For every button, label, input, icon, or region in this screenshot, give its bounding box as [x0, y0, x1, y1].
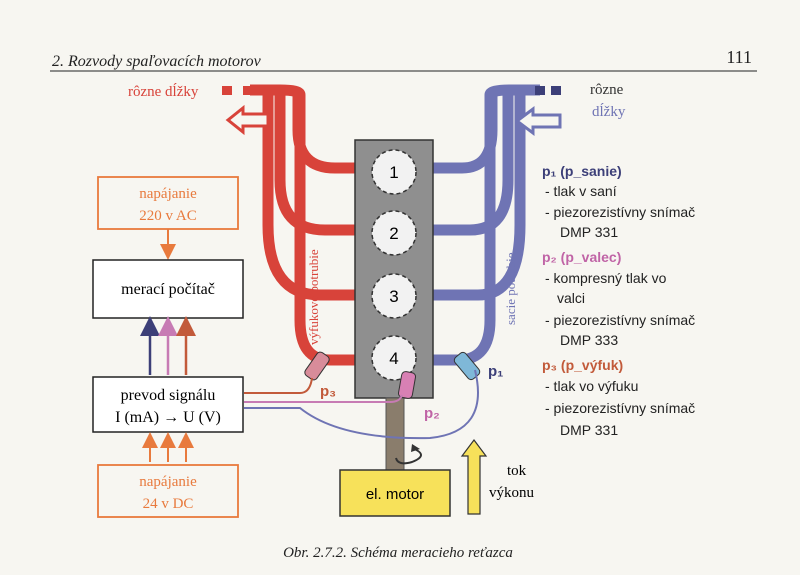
figure-caption: Obr. 2.7.2. Schéma meracieho reťazca — [283, 545, 513, 561]
legend-p3-title: p₃ (p_výfuk) — [542, 357, 623, 373]
exhaust-manifold-label: výfukové potrubie — [306, 249, 321, 345]
intake-manifold — [432, 84, 540, 366]
sensor-p1-label: p₁ — [488, 363, 503, 380]
power-flow-label-1: tok — [507, 463, 527, 479]
page-number: 111 — [726, 47, 752, 67]
legend-p1-item: - tlak v saní — [545, 183, 617, 199]
sensor-p2 — [397, 371, 417, 399]
electric-motor-label: el. motor — [366, 486, 424, 503]
cylinder-1-label: 1 — [389, 163, 398, 182]
exhaust-flow-arrow — [225, 104, 270, 136]
right-length-label-2: dĺžky — [592, 103, 626, 120]
legend-p3-item: - piezorezistívny snímač — [545, 400, 695, 416]
rotation-arrow-icon — [395, 447, 422, 465]
signal-converter-box — [92, 376, 244, 433]
cylinder-2-label: 2 — [389, 224, 398, 243]
legend-p2-item: - piezorezistívny snímač — [545, 312, 695, 328]
cylinder-2 — [371, 210, 417, 256]
chapter-title: 2. Rozvody spaľovacích motorov — [52, 53, 262, 70]
cylinder-3-label: 3 — [389, 287, 398, 306]
legend-p3-item: DMP 331 — [560, 422, 618, 438]
intake-flow-arrow — [514, 106, 562, 136]
power-supply-24-box — [97, 464, 239, 518]
legend-p1-item: - piezorezistívny snímač — [545, 204, 695, 220]
signal-wires — [244, 369, 479, 440]
legend-p2-item: - kompresný tlak vo — [545, 270, 667, 286]
legend-p3-item: - tlak vo výfuku — [545, 378, 638, 394]
legend-p2-item: valci — [557, 290, 585, 306]
power-supply-220-line2: 220 v AC — [139, 208, 197, 224]
left-length-label: rôzne dĺžky — [128, 83, 199, 100]
rotation-arrowhead-icon — [411, 444, 420, 452]
cylinder-3 — [371, 273, 417, 319]
power-supply-24-line1: napájanie — [139, 474, 197, 490]
power-flow-label-2: výkonu — [489, 485, 535, 501]
electric-motor — [339, 469, 451, 517]
signal-converter-line2: I (mA) → U (V) — [115, 409, 221, 426]
cylinders: 1 2 3 4 — [371, 149, 417, 381]
cylinder-1 — [371, 149, 417, 195]
sensor-legend: p₁ (p_sanie) - tlak v saní - piezorezist… — [542, 163, 695, 438]
cylinder-4 — [371, 335, 417, 381]
legend-p2-item: DMP 333 — [560, 332, 618, 348]
sensor-p3-label: p₃ — [320, 383, 336, 400]
right-length-label-1: rôzne — [590, 82, 624, 98]
legend-p1-item: DMP 331 — [560, 224, 618, 240]
intake-manifold-label: sacie potrubie — [503, 252, 518, 325]
signal-converter-line1: prevod signálu — [121, 387, 216, 404]
measuring-computer-label: merací počítač — [121, 281, 215, 298]
legend-p1-title: p₁ (p_sanie) — [542, 163, 622, 179]
sensor-p2-label: p₂ — [424, 405, 440, 422]
power-supply-220-line1: napájanie — [139, 186, 197, 202]
exhaust-pipe-stubs — [222, 86, 268, 95]
cylinder-4-label: 4 — [389, 349, 398, 368]
power-supply-24-line2: 24 v DC — [143, 496, 194, 512]
legend-p2-title: p₂ (p_valec) — [542, 249, 621, 265]
sensor-p3 — [304, 351, 330, 381]
power-flow-arrow — [460, 439, 488, 515]
exhaust-manifold — [250, 84, 355, 366]
drive-shaft — [385, 397, 405, 471]
intake-pipe-stubs — [535, 86, 561, 95]
